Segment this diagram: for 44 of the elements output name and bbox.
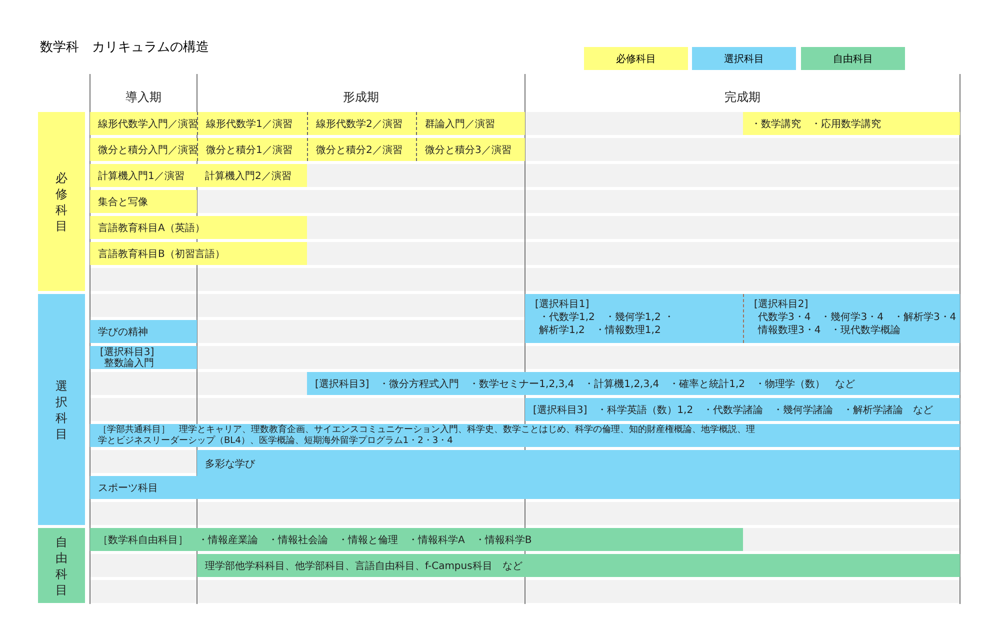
course-bar: 計算機入門2／演習	[197, 164, 307, 187]
course-bar: ・数学講究 ・応用数学講究	[743, 112, 960, 135]
course-bar: ［学部共通科目］ 理学とキャリア、理数教育企画、サイエンスコミュニケーション入門、科学史、数学ことはじめ、科学の倫理、知的財産権概論、地学概説、理学とビジネスリーダーシップ（BL4）、医学概論、短期海外留学プログラム1・2・3・4	[90, 424, 960, 447]
course-bar: 集合と写像	[90, 190, 197, 213]
group-heading: [選択科目2]	[754, 298, 810, 311]
course-panel	[90, 346, 197, 369]
group-heading: [選択科目3]	[100, 347, 156, 358]
course-bar: 言語教育科目A（英語）	[90, 216, 307, 239]
course-list: 整数論入門	[100, 358, 171, 369]
legend-label: 選択科目	[724, 52, 764, 66]
course-bar: [選択科目3] ・微分方程式入門 ・数学セミナー1,2,3,4 ・計算機1,2,3,4 ・確率と統計1,2 ・物理学（数） など	[307, 372, 960, 395]
course-bar: 線形代数学入門／演習	[90, 112, 197, 135]
course-bar: 群論入門／演習	[416, 112, 525, 135]
category-band	[38, 112, 85, 291]
course-bar: 微分と積分2／演習	[307, 138, 416, 161]
course-bar: 線形代数学2／演習	[307, 112, 416, 135]
course-bar: 微分と積分1／演習	[197, 138, 307, 161]
course-bar: 理学部他学科科目、他学部科目、言語自由科目、f-Campus科目 など	[197, 554, 960, 577]
category-label: 自由科目	[54, 534, 68, 598]
title: 数学科 カリキュラムの構造	[40, 39, 210, 56]
category-label: 必修科目	[54, 170, 68, 234]
course-bar: 微分と積分入門／演習	[90, 138, 197, 161]
course-bar: 計算機入門1／演習	[90, 164, 197, 187]
column-header: 導入期	[124, 89, 162, 105]
legend-label: 自由科目	[833, 52, 873, 66]
course-bar: スポーツ科目	[90, 476, 960, 499]
course-bar: 微分と積分3／演習	[416, 138, 525, 161]
course-bar: ［数学科自由科目］ ・情報産業論 ・情報社会論 ・情報と倫理 ・情報科学A ・情報科学B	[90, 528, 743, 551]
course-list: ・代数学1,2 ・幾何学1,2 ・解析学1,2 ・情報数理1,2	[535, 311, 679, 337]
category-label: 選択科目	[54, 378, 68, 442]
course-list: 代数学3・4 ・幾何学3・4 ・解析学3・4 情報数理3・4 ・現代数学概論	[754, 311, 958, 337]
course-bar: 言語教育科目B（初習言語）	[90, 242, 307, 265]
column-header: 完成期	[724, 89, 762, 105]
column-header: 形成期	[342, 89, 380, 105]
course-bar: [選択科目3] ・科学英語（数）1,2 ・代数学諸論 ・幾何学諸論 ・解析学諸論 など	[525, 398, 960, 421]
legend-label: 必修科目	[616, 52, 656, 66]
course-panel	[743, 294, 960, 343]
category-band	[38, 528, 85, 603]
group-heading: [選択科目1]	[535, 298, 590, 311]
course-bar: 学びの精神	[90, 320, 197, 343]
course-bar: 線形代数学1／演習	[197, 112, 307, 135]
course-bar: 多彩な学び	[197, 450, 960, 476]
category-band	[38, 294, 85, 525]
course-panel	[525, 294, 743, 343]
